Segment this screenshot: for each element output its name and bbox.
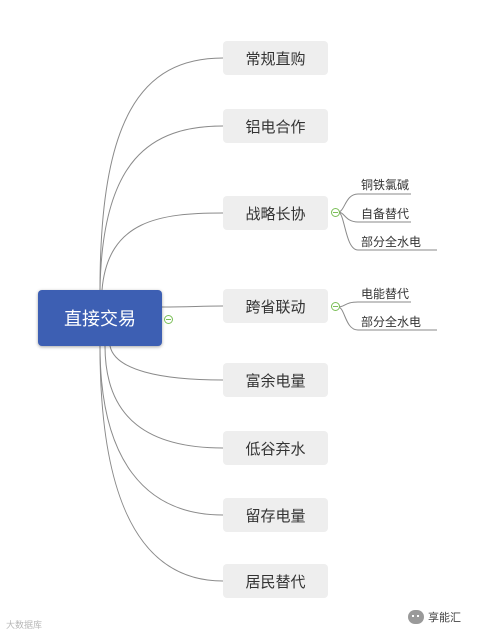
branch-label: 富余电量 (245, 371, 306, 390)
branch-node-5[interactable]: 富余电量 (223, 363, 328, 397)
wechat-icon (408, 610, 424, 624)
watermark-right: 享能汇 (408, 609, 461, 625)
collapse-toggle-icon[interactable] (164, 315, 173, 324)
connector-leaf-4 (337, 301, 411, 308)
connector-root-8 (99, 345, 224, 582)
watermark-right-label: 享能汇 (428, 611, 461, 624)
leaf-node[interactable]: 电能替代 (361, 287, 410, 301)
branch-node-4[interactable]: 跨省联动 (223, 289, 328, 323)
watermark-left: 大数据库 (6, 621, 43, 631)
branch-label: 低谷弃水 (245, 439, 306, 458)
branch-node-2[interactable]: 铝电合作 (223, 109, 328, 143)
connector-root-3 (101, 212, 224, 291)
root-label: 直接交易 (64, 309, 136, 330)
connector-root-5 (109, 345, 224, 381)
connector-root-4 (161, 305, 224, 308)
connector-leaf-3 (337, 211, 437, 251)
branch-node-6[interactable]: 低谷弃水 (223, 431, 328, 465)
connector-root-1 (99, 57, 224, 291)
branch-label: 跨省联动 (245, 297, 306, 316)
branch-node-1[interactable]: 常规直购 (223, 41, 328, 75)
branch-label: 常规直购 (245, 49, 306, 68)
branch-label: 战略长协 (245, 204, 306, 223)
leaf-node[interactable]: 部分全水电 (361, 235, 422, 249)
branch-label: 居民替代 (245, 572, 306, 591)
branch-node-3[interactable]: 战略长协 (223, 196, 328, 230)
branch-node-7[interactable]: 留存电量 (223, 498, 328, 532)
branch-label: 铝电合作 (245, 117, 306, 136)
collapse-toggle-icon[interactable] (331, 208, 340, 217)
leaf-node[interactable]: 自备替代 (361, 207, 410, 221)
connector-root-7 (99, 345, 224, 516)
root-node[interactable]: 直接交易 (38, 290, 162, 346)
connector-root-6 (104, 345, 224, 449)
connector-root-2 (99, 125, 224, 291)
collapse-toggle-icon[interactable] (331, 302, 340, 311)
branch-label: 留存电量 (245, 506, 306, 525)
leaf-node[interactable]: 部分全水电 (361, 315, 422, 329)
leaf-node[interactable]: 铜铁氯碱 (361, 178, 410, 192)
branch-node-8[interactable]: 居民替代 (223, 564, 328, 598)
connector-leaf-5 (337, 306, 437, 331)
